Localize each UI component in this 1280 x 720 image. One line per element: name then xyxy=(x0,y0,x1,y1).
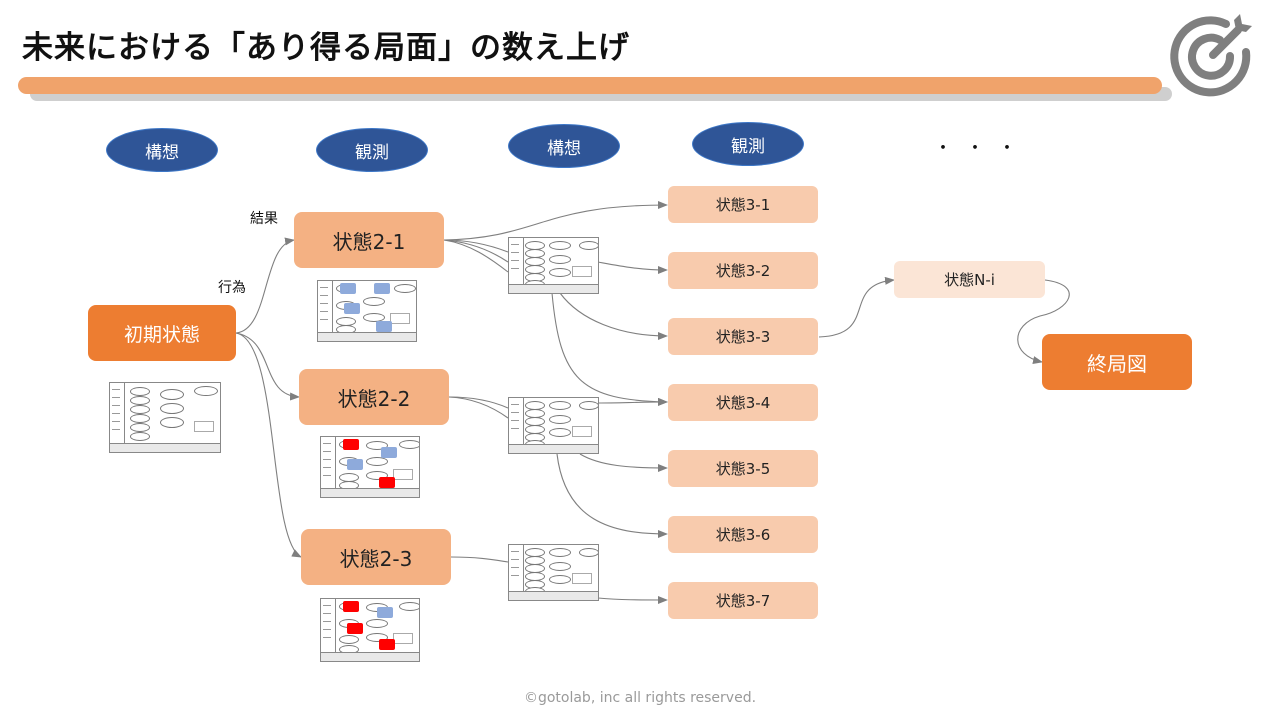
node-state-3-1[interactable]: 状態3-1 xyxy=(668,186,818,223)
node-state-n-i[interactable]: 状態N-i xyxy=(894,261,1045,298)
node-state-3-6[interactable]: 状態3-6 xyxy=(668,516,818,553)
node-state-3-3[interactable]: 状態3-3 xyxy=(668,318,818,355)
action-label: 行為 xyxy=(218,280,246,296)
thumbnail-initial xyxy=(109,382,221,453)
edge-2-1-3-3 xyxy=(559,292,668,340)
copyright-footer: ©gotolab, inc all rights reserved. xyxy=(523,690,757,706)
phase-concept-2: 構想 xyxy=(508,124,620,168)
edge-2-1-3-2 xyxy=(597,261,668,274)
target-arrow-icon xyxy=(1170,14,1252,97)
node-state-2-3[interactable]: 状態2-3 xyxy=(301,529,451,585)
ellipsis: ・・・ xyxy=(934,138,1030,159)
edge-init-2-3 xyxy=(235,332,302,558)
thumbnail-state-2-3 xyxy=(320,598,420,662)
thumbnail-observe-2-2 xyxy=(508,397,599,454)
phase-concept-1: 構想 xyxy=(106,128,218,172)
edge-2-2-3-4 xyxy=(597,398,668,407)
page-title: 未来における「あり得る局面」の数え上げ xyxy=(22,30,630,66)
edge-2-2-3-6 xyxy=(556,453,668,538)
edge-2-1-3-4 xyxy=(551,292,668,406)
edge-2-1-3-1 xyxy=(443,201,668,241)
thumbnail-observe-2-3 xyxy=(508,544,599,601)
node-state-3-5[interactable]: 状態3-5 xyxy=(668,450,818,487)
node-state-3-7[interactable]: 状態3-7 xyxy=(668,582,818,619)
edge-3-3-n-i xyxy=(818,276,895,338)
result-label: 結果 xyxy=(250,211,278,227)
node-state-2-2[interactable]: 状態2-2 xyxy=(299,369,449,425)
title-underline xyxy=(18,77,1162,94)
edge-2-3-3-7 xyxy=(597,595,668,604)
node-state-3-4[interactable]: 状態3-4 xyxy=(668,384,818,421)
node-state-2-1[interactable]: 状態2-1 xyxy=(294,212,444,268)
phase-observe-2: 観測 xyxy=(692,122,804,166)
node-initial-state[interactable]: 初期状態 xyxy=(88,305,236,361)
thumbnail-state-2-2 xyxy=(320,436,420,498)
edge-n-i-end xyxy=(1017,279,1070,364)
edge-init-2-2 xyxy=(235,332,300,401)
phase-observe-1: 観測 xyxy=(316,128,428,172)
edge-init-2-1 xyxy=(235,237,295,334)
node-state-3-2[interactable]: 状態3-2 xyxy=(668,252,818,289)
edge-2-2-3-5 xyxy=(579,453,668,472)
thumbnail-state-2-1 xyxy=(317,280,417,342)
node-end-position[interactable]: 終局図 xyxy=(1042,334,1192,390)
thumbnail-observe-2-1 xyxy=(508,237,599,294)
